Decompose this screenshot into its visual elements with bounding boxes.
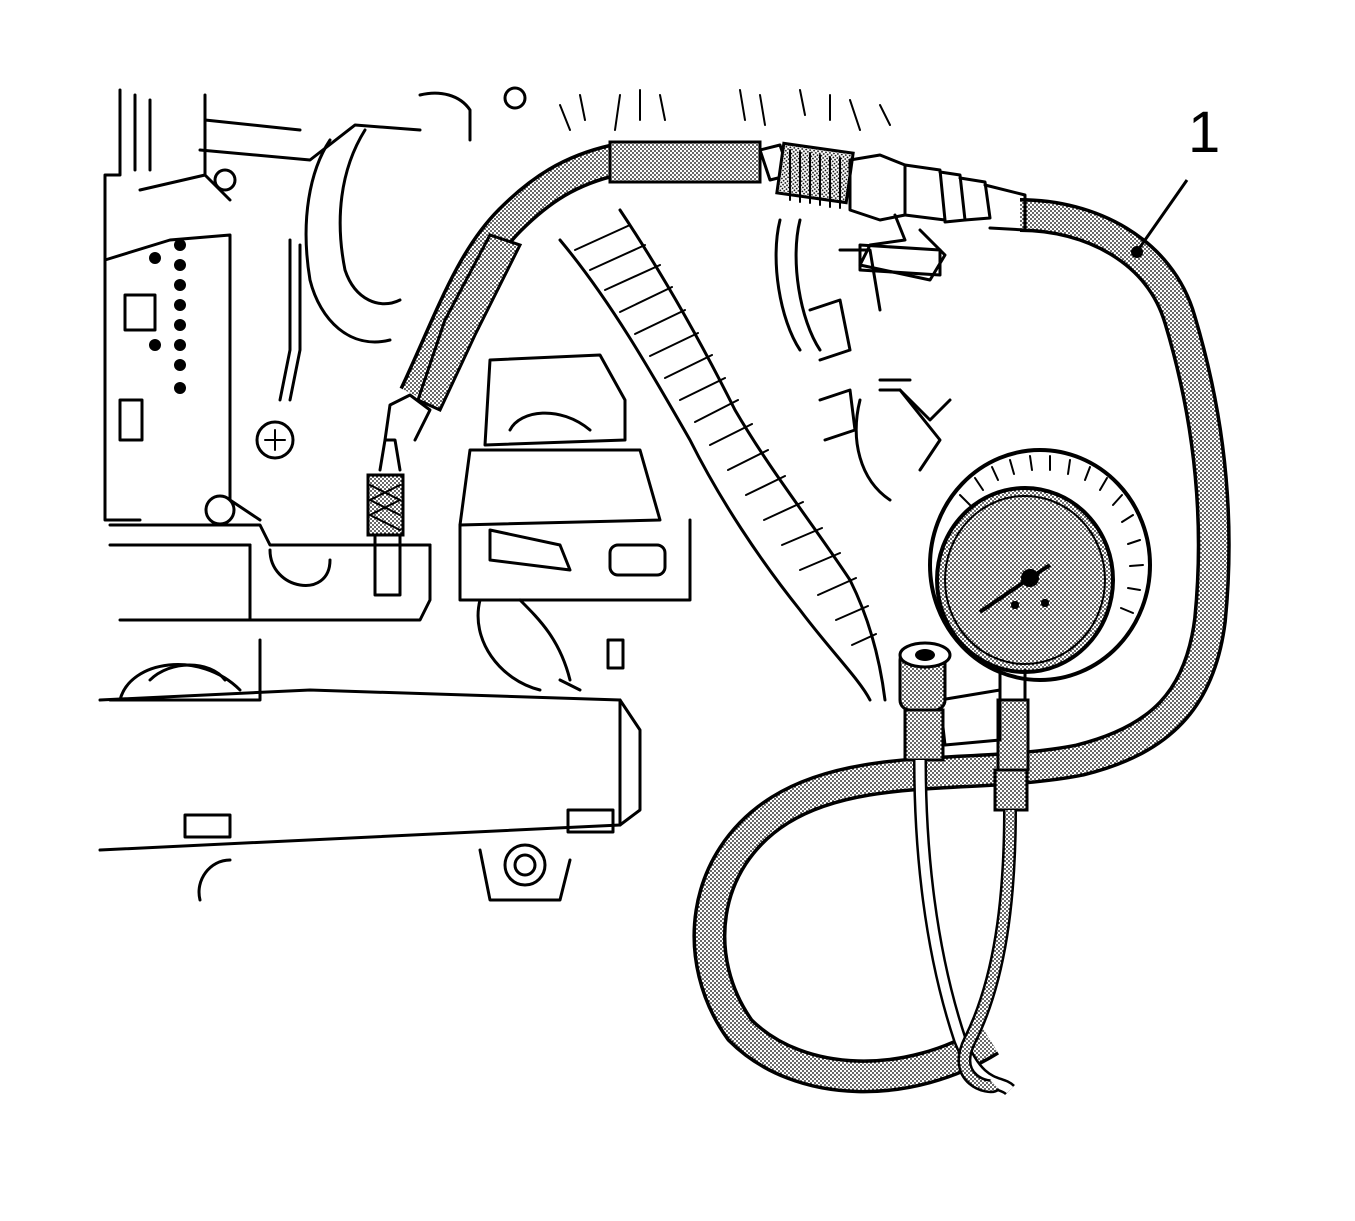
pressure-gauge [898,448,1152,812]
gauge-bezel-knurl [959,455,1144,614]
module-pins [149,239,186,394]
bleed-hose [913,759,1017,1096]
bolt [204,86,547,887]
fuel-injector-adapter [366,393,432,597]
quick-connector [758,141,1027,282]
callout-leader-1 [1131,179,1189,258]
engine-background [98,86,952,902]
callout-label-1: 1 [1188,100,1221,165]
fuel-pressure-hose [399,140,1231,1094]
